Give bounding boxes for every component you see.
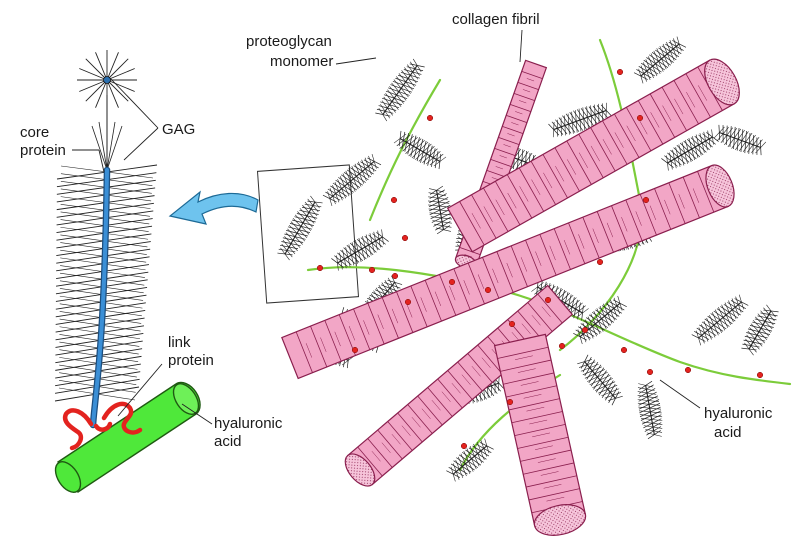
- hyaluronic-acid-cylinder: [50, 379, 203, 496]
- core-protein-label: core: [20, 124, 49, 141]
- hyaluronic-acid-label-left-2: acid: [214, 433, 242, 450]
- hyaluronic-acid-label-left: hyaluronic: [214, 415, 283, 432]
- core-protein-label-2: protein: [20, 142, 66, 159]
- link-protein-label: link: [168, 334, 191, 351]
- proteoglycan-monomer-label: proteoglycan: [246, 33, 332, 50]
- proteoglycan-monomer-label-2: monomer: [270, 53, 333, 70]
- collagen-fibrils: [282, 53, 747, 538]
- curved-arrow-icon: [170, 192, 258, 224]
- hyaluronic-acid-label-right-2: acid: [714, 424, 742, 441]
- collagen-fibril-label: collagen fibril: [452, 11, 540, 28]
- gag-label: GAG: [162, 121, 195, 138]
- link-protein-label-2: protein: [168, 352, 214, 369]
- hyaluronic-acid-label-right: hyaluronic: [704, 405, 773, 422]
